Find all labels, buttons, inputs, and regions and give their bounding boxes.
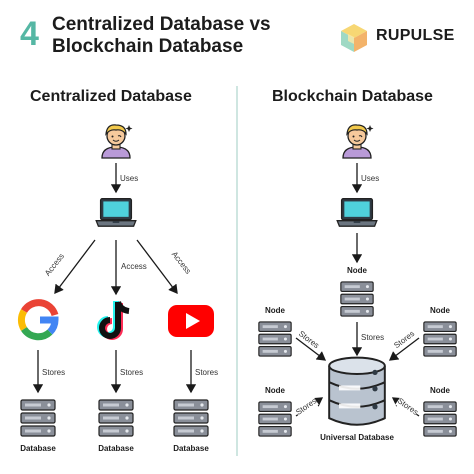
tiktok-icon [97, 301, 130, 340]
stores-label: Stores [195, 368, 219, 378]
database-caption: Database [20, 444, 56, 453]
universal-database-icon [328, 356, 386, 426]
brand-logo-icon [341, 24, 367, 52]
node-server-icon [258, 321, 292, 357]
blockchain-heading: Blockchain Database [272, 88, 433, 105]
node-caption: Node [430, 386, 450, 395]
node-server-icon [258, 401, 292, 437]
database-server-icon [173, 399, 209, 437]
database-server-icon [98, 399, 134, 437]
node-server-icon [340, 281, 374, 317]
database-caption: Database [98, 444, 134, 453]
user-icon [342, 124, 375, 159]
access-label: Access [121, 262, 147, 272]
node-server-icon [423, 321, 457, 357]
user-icon [101, 124, 134, 159]
brand-name: RUPULSE [376, 27, 455, 44]
node-caption: Node [265, 306, 285, 315]
universal-database-caption: Universal Database [320, 433, 394, 442]
uses-label: Uses [361, 174, 380, 184]
database-caption: Database [173, 444, 209, 453]
youtube-icon [168, 305, 214, 337]
laptop-icon [336, 198, 378, 227]
stores-label: Stores [120, 368, 144, 378]
uses-label: Uses [120, 174, 139, 184]
database-server-icon [20, 399, 56, 437]
page-title: Centralized Database vs Blockchain Datab… [52, 14, 271, 57]
node-caption: Node [347, 266, 367, 275]
stores-label: Stores [361, 333, 385, 343]
section-number: 4 [20, 15, 39, 53]
google-icon [17, 299, 59, 341]
node-caption: Node [430, 306, 450, 315]
stores-label: Stores [42, 368, 66, 378]
section-divider [236, 86, 238, 456]
centralized-heading: Centralized Database [30, 88, 192, 105]
laptop-icon [95, 198, 137, 227]
node-server-icon [423, 401, 457, 437]
node-caption: Node [265, 386, 285, 395]
